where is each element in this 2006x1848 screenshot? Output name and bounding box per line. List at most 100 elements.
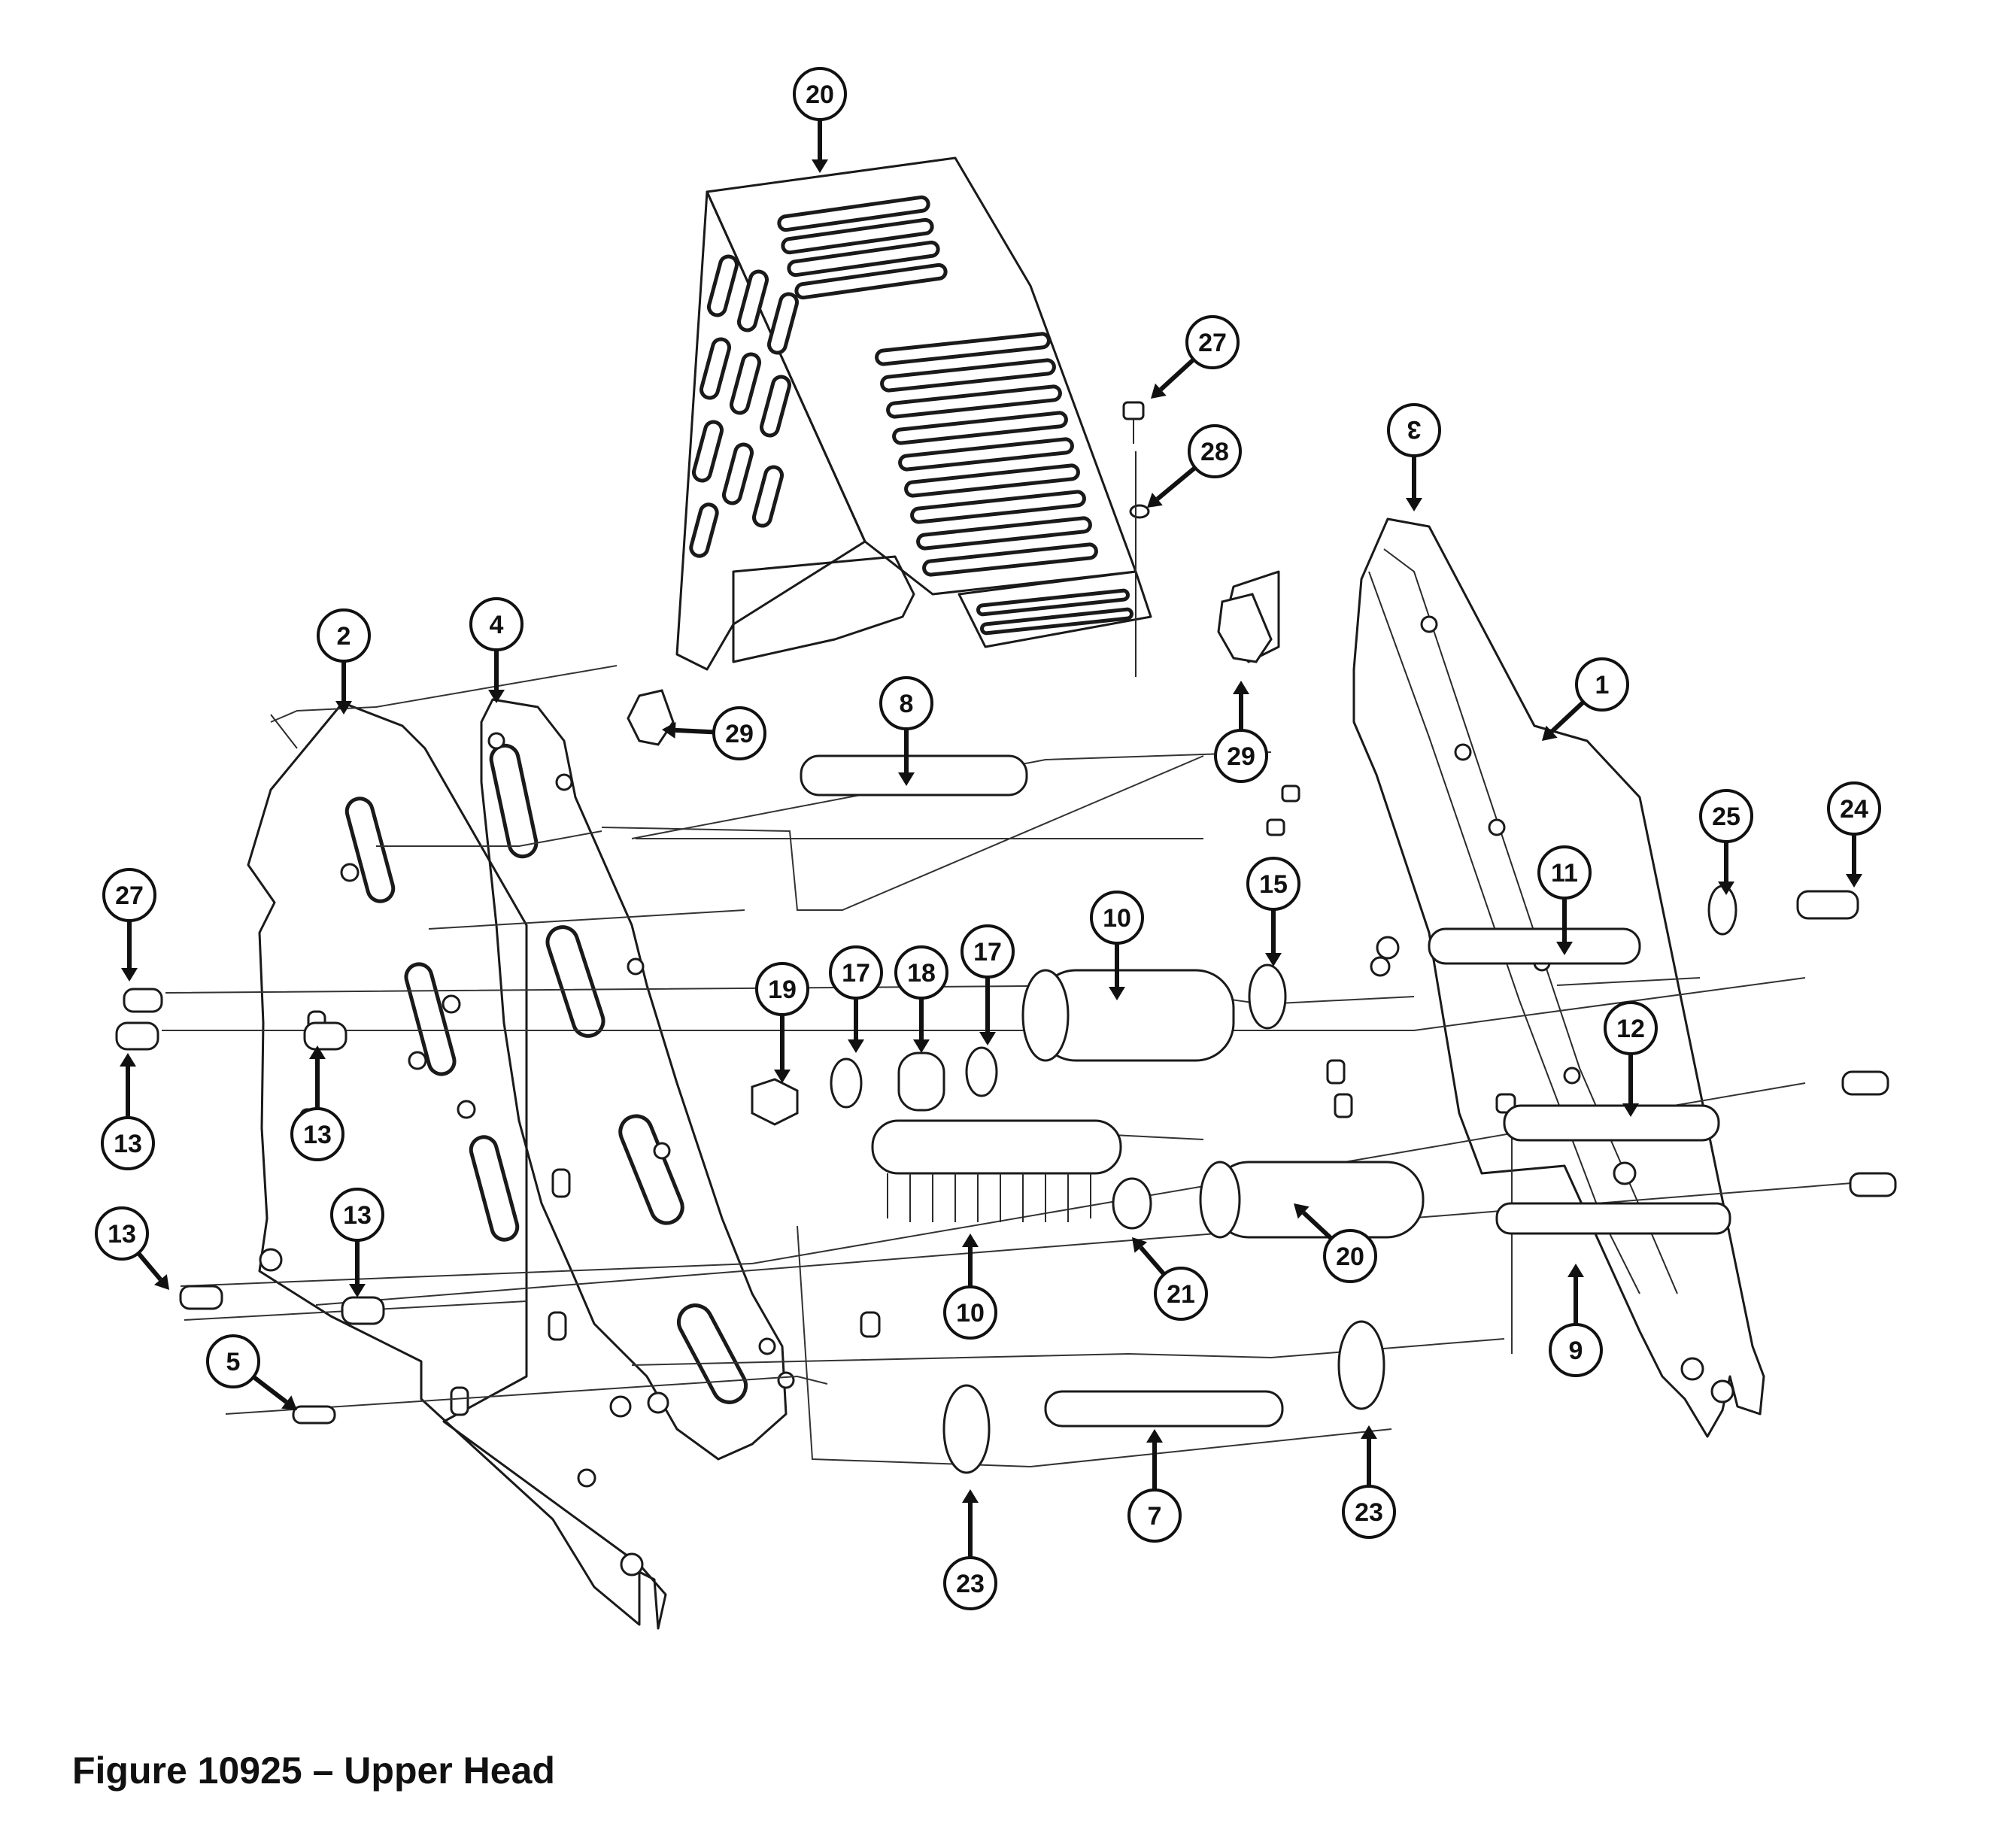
callout-brush-10: 10 [943,1234,997,1340]
callout-roller-20: 20 [1294,1203,1377,1283]
callout-arrowhead [281,1395,297,1410]
callout-shaft-top: 8 [879,676,933,786]
screw-13a-shape [115,1021,159,1051]
callout-number: 10 [956,1299,985,1328]
spring-18-shape [897,1051,945,1112]
callout-washer-25: 25 [1699,789,1753,895]
callout-arrowhead [1567,1264,1584,1277]
callout-leader [1550,700,1586,733]
callout-shaft-9: 9 [1549,1264,1603,1377]
callout-circle [101,1116,155,1170]
disc-23-left-shape [942,1384,991,1474]
callout-arrowhead [812,159,828,173]
screw-27-left-shape [123,988,163,1013]
callout-number: 29 [725,720,754,748]
callout-number: 9 [1569,1337,1583,1365]
assembly-lines [162,665,1881,1468]
left-side-hardware [299,1010,881,1418]
callout-circle [829,945,883,1000]
callout-arrowhead [1109,987,1125,1000]
callout-number: 27 [115,882,144,910]
callout-circle [1342,1485,1396,1539]
cover-top-vents [777,195,948,300]
callout-arrowhead [1406,498,1422,511]
callout-arrowhead [662,721,676,739]
callout-knob-left: 29 [662,706,766,760]
callout-left-plate-inner: 4 [469,597,524,703]
callout-circle [1537,845,1592,900]
callout-number: 1 [1595,671,1610,699]
callout-left-plate-outer: 2 [317,608,371,715]
callout-cover-knob: 27 [1151,315,1240,399]
callout-circle [1185,315,1240,369]
clip-21-shape [1112,1177,1152,1230]
callout-circle [1827,781,1881,836]
callout-arrowhead [1146,1429,1163,1443]
callout-circle [894,945,948,1000]
callout-circle [469,597,524,651]
callout-screw-5: 5 [206,1334,297,1410]
callout-nut-19: 19 [755,962,809,1083]
callout-arrowhead [1265,953,1282,966]
callout-arrowhead [962,1489,979,1503]
callout-number: 25 [1712,803,1740,831]
callout-number: 28 [1200,438,1229,466]
callout-arrowhead [913,1039,930,1053]
washer-17a-shape [830,1058,863,1109]
callout-leader [252,1375,288,1404]
callout-number: 12 [1616,1015,1645,1043]
callout-arrowhead [1132,1237,1148,1253]
callout-number: 13 [108,1220,136,1249]
callout-arrowhead [1622,1103,1639,1117]
callout-circle [1127,1488,1182,1543]
callout-arrowhead [153,1274,169,1290]
callout-clip-21: 21 [1132,1237,1208,1321]
callout-number: 20 [1336,1243,1364,1271]
shaft-11-shape [1428,927,1641,965]
shaft-11-bush [1376,936,1400,960]
callout-number: 2 [337,622,351,651]
cover-fasteners [1122,401,1150,677]
callout-number: 24 [1840,795,1868,824]
callout-arrowhead [349,1284,366,1297]
callout-arrowhead [1233,681,1249,694]
callout-circle [712,706,766,760]
callout-circle [943,1556,997,1610]
callout-number: 5 [226,1348,241,1376]
callout-circle [102,868,156,922]
callout-screw-27-left: 27 [102,868,156,982]
callout-washer-15: 15 [1246,857,1300,966]
callout-right-frame-top: 3 [1387,403,1441,511]
callout-circle [961,924,1015,979]
callout-disc-23-left: 23 [943,1489,997,1610]
cover-side-vents [689,254,800,558]
callout-arrowhead [1542,725,1558,741]
callout-screw-13-a: 13 [101,1053,155,1170]
callout-arrowhead [1147,493,1163,508]
shaft-12-shape [1503,1104,1720,1142]
callout-circle [1090,891,1144,945]
callout-arrowhead [1361,1425,1377,1439]
callout-disc-23-right: 23 [1342,1425,1396,1539]
callout-shaft-11: 11 [1537,845,1592,955]
callout-roller-10-top: 10 [1090,891,1144,1000]
callout-circle [1154,1267,1208,1321]
callout-shaft-7: 7 [1127,1429,1182,1543]
callout-number: 15 [1259,870,1288,899]
left-outer-plate [247,702,667,1630]
callout-cover-screw: 20 [793,67,847,173]
right-frame [1221,517,1765,1438]
cover-lip-vents [976,588,1133,636]
top-cover [675,156,1152,671]
screw-13d-shape [341,1296,385,1325]
callout-number: 17 [842,959,870,988]
callout-number: 21 [1167,1280,1195,1309]
callout-circle [1387,403,1441,457]
callout-circle [1549,1323,1603,1377]
left-inner-plate [480,698,795,1461]
callout-leader [675,727,715,735]
shaft-7-shape [1044,1390,1284,1428]
callout-number: 10 [1103,904,1131,933]
callout-number: 18 [907,959,936,988]
